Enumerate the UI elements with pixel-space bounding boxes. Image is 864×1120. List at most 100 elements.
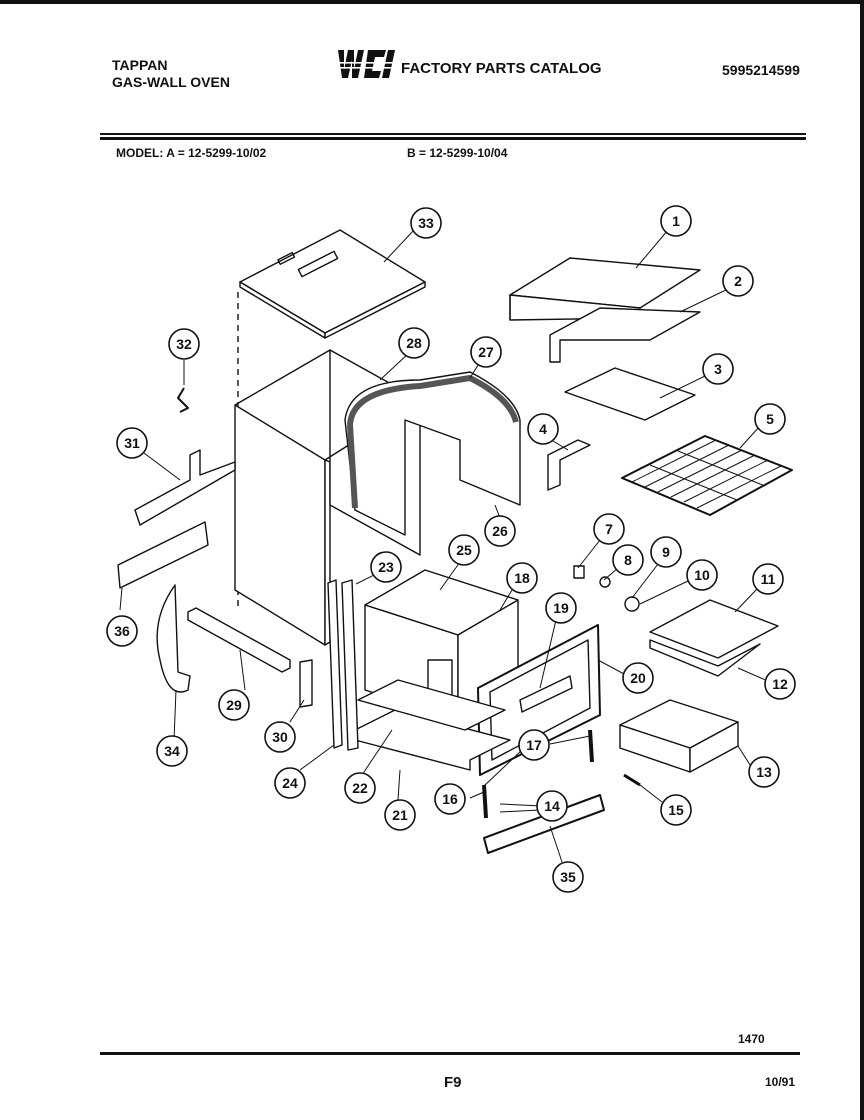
callout-32: 32 — [168, 328, 200, 360]
callout-circle — [748, 756, 780, 788]
callout-circle — [754, 403, 786, 435]
callout-number: 19 — [553, 600, 569, 616]
callout-2: 2 — [722, 265, 754, 297]
callout-26: 26 — [484, 515, 516, 547]
callout-number: 20 — [630, 670, 646, 686]
callout-circle — [384, 799, 416, 831]
product-type: GAS-WALL OVEN — [112, 74, 230, 90]
callout-24: 24 — [274, 767, 306, 799]
callout-circle — [622, 662, 654, 694]
part-power-cord — [156, 584, 191, 693]
callout-22: 22 — [344, 772, 376, 804]
brand-name: TAPPAN — [112, 57, 168, 73]
callout-1: 1 — [660, 205, 692, 237]
wci-logo — [336, 50, 395, 78]
callout-30: 30 — [264, 721, 296, 753]
page-number: 1470 — [738, 1032, 765, 1046]
callout-4: 4 — [527, 413, 559, 445]
callout-29: 29 — [218, 689, 250, 721]
callout-circle — [106, 615, 138, 647]
callout-number: 8 — [624, 552, 632, 568]
page-code: F9 — [444, 1074, 462, 1091]
callout-number: 18 — [514, 570, 530, 586]
callout-circle — [448, 534, 480, 566]
part-top-hood — [509, 257, 701, 321]
callout-number: 35 — [560, 869, 576, 885]
part-side-trim — [341, 579, 359, 751]
callout-circle — [344, 772, 376, 804]
callout-number: 30 — [272, 729, 288, 745]
catalog-number: 5995214599 — [722, 62, 800, 78]
callout-circle — [527, 413, 559, 445]
callout-number: 9 — [662, 544, 670, 560]
callout-number: 27 — [478, 344, 494, 360]
callout-circle — [545, 592, 577, 624]
callout-circle — [722, 265, 754, 297]
callout-number: 4 — [539, 421, 547, 437]
callout-9: 9 — [650, 536, 682, 568]
part-oven-rack — [621, 435, 793, 516]
part-bracket — [547, 439, 591, 491]
footer-rule — [100, 1052, 800, 1055]
callout-28: 28 — [398, 327, 430, 359]
callout-circle — [274, 767, 306, 799]
header-rule-thick — [100, 137, 806, 140]
callout-circle — [702, 353, 734, 385]
callout-number: 24 — [282, 775, 298, 791]
part-top-panel — [239, 229, 426, 339]
part-lower-bracket — [187, 607, 291, 673]
callout-number: 10 — [694, 567, 710, 583]
callout-number: 31 — [124, 435, 140, 451]
callout-33: 33 — [410, 207, 442, 239]
callout-circle — [470, 336, 502, 368]
part-oven-liner — [344, 371, 521, 536]
revision-date: 10/91 — [765, 1075, 796, 1089]
callout-number: 12 — [772, 676, 788, 692]
callout-number: 3 — [714, 361, 722, 377]
callout-circle — [484, 515, 516, 547]
callout-circle — [552, 861, 584, 893]
callout-number: 5 — [766, 411, 774, 427]
callout-number: 15 — [668, 802, 684, 818]
callout-circle — [764, 668, 796, 700]
callout-5: 5 — [754, 403, 786, 435]
callout-13: 13 — [748, 756, 780, 788]
callout-14: 14 — [536, 790, 568, 822]
callout-17: 17 — [518, 729, 550, 761]
callout-number: 32 — [176, 336, 192, 352]
callout-35: 35 — [552, 861, 584, 893]
model-a-value: A = 12-5299-10/02 — [166, 146, 267, 160]
callout-number: 11 — [761, 571, 776, 587]
callout-23: 23 — [370, 551, 402, 583]
callout-7: 7 — [593, 513, 625, 545]
callout-number: 16 — [442, 791, 458, 807]
callout-number: 1 — [672, 213, 680, 229]
callout-circle — [536, 790, 568, 822]
callout-number: 29 — [226, 697, 242, 713]
brand-block: TAPPAN GAS-WALL OVEN — [112, 57, 230, 91]
header-rule-thin — [100, 133, 806, 135]
callout-8: 8 — [612, 544, 644, 576]
model-b: B = 12-5299-10/04 — [407, 146, 508, 160]
part-mounting-bracket — [134, 449, 236, 526]
callout-number: 34 — [164, 743, 180, 759]
callout-circle — [660, 205, 692, 237]
callout-16: 16 — [434, 783, 466, 815]
part-bottom-plate — [357, 679, 506, 731]
frame-right-border — [860, 0, 864, 1120]
part-broiler-pan-top — [649, 599, 779, 659]
part-hinge-right — [588, 729, 594, 763]
part-side-strip — [327, 579, 343, 749]
callout-34: 34 — [156, 735, 188, 767]
callout-circle — [593, 513, 625, 545]
callout-circle — [116, 427, 148, 459]
callout-number: 7 — [605, 521, 613, 537]
model-label: MODEL: — [116, 146, 164, 160]
part-screw — [623, 773, 641, 787]
callout-circle — [370, 551, 402, 583]
part-knob — [573, 565, 585, 579]
callout-circle — [434, 783, 466, 815]
callout-12: 12 — [764, 668, 796, 700]
callout-number: 33 — [418, 215, 434, 231]
